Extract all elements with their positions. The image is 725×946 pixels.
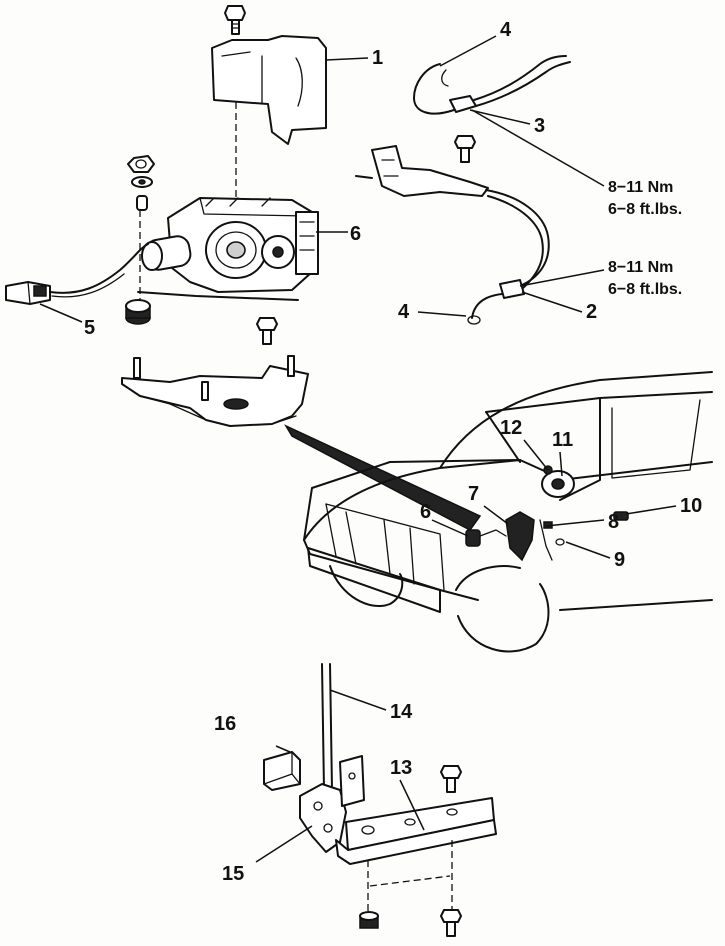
callout-16: 16	[214, 713, 236, 735]
callout-15: 15	[222, 863, 244, 885]
nut-washer-stack	[127, 155, 155, 211]
callout-12: 12	[500, 417, 522, 439]
torque-upper-imperial: 6−8 ft.lbs.	[608, 201, 682, 218]
bracket-part-15	[299, 755, 365, 853]
cover-bolt	[224, 5, 246, 35]
callout-2: 2	[586, 301, 597, 323]
callout-1: 1	[372, 47, 383, 69]
cable-part-14	[321, 663, 333, 791]
lower-bolt	[440, 909, 462, 937]
cable-upper	[413, 55, 571, 115]
callout-11: 11	[552, 429, 573, 451]
mounting-bracket	[121, 355, 309, 427]
actuator-assembly	[137, 197, 319, 301]
torque-upper-metric: 8−11 Nm	[608, 179, 673, 196]
frame-rail	[335, 797, 497, 865]
callout-5: 5	[84, 317, 95, 339]
callout-7: 7	[468, 483, 479, 505]
callout-3: 3	[534, 115, 545, 137]
connector-part-5	[5, 243, 149, 305]
torque-lower-imperial: 6−8 ft.lbs.	[608, 281, 682, 298]
callout-6-vehicle: 6	[420, 501, 431, 523]
bolt-part-13	[440, 765, 462, 793]
lower-dash-cross	[369, 875, 451, 887]
leader-lines	[39, 35, 677, 863]
cable-bolt	[454, 135, 476, 163]
callout-4-lower: 4	[398, 301, 410, 323]
rubber-mount	[125, 299, 151, 325]
torque-spec-upper: 8−11 Nm 6−8 ft.lbs.	[608, 179, 682, 218]
callout-14: 14	[390, 701, 413, 723]
truck-front-view	[303, 371, 713, 653]
callout-10: 10	[680, 495, 702, 517]
cable-lower	[355, 145, 550, 325]
callout-4-upper: 4	[500, 19, 512, 41]
lower-nut	[359, 911, 379, 929]
callout-6-assembly: 6	[350, 223, 361, 245]
torque-lower-metric: 8−11 Nm	[608, 259, 673, 276]
location-pointer	[284, 424, 482, 531]
callout-8: 8	[608, 511, 619, 533]
torque-spec-lower: 8−11 Nm 6−8 ft.lbs.	[608, 259, 682, 298]
cover-part-1	[211, 35, 327, 145]
callout-13: 13	[390, 757, 412, 779]
bracket-bolt	[256, 317, 278, 345]
sensor-part-16	[263, 751, 301, 791]
callout-9: 9	[614, 549, 625, 571]
